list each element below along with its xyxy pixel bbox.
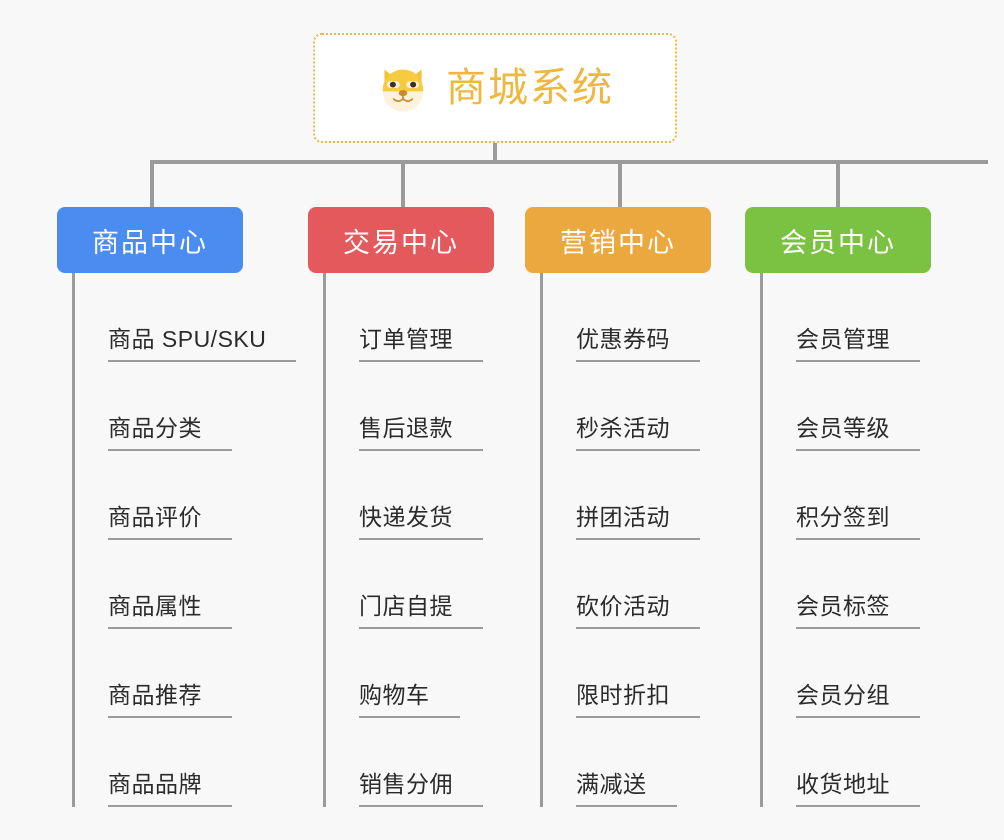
branch-label: 会员中心 [780, 227, 896, 258]
leaf-item[interactable]: 会员等级 [763, 362, 931, 451]
connector-drop-trade-center [401, 160, 405, 207]
branch-trade-center: 交易中心 订单管理 售后退款 快递发货 门店自提 购物车 销售分佣 [308, 207, 494, 807]
root-node[interactable]: 商城系统 [313, 33, 677, 143]
leaf-label: 商品属性 [108, 592, 232, 629]
leaf-item[interactable]: 门店自提 [326, 540, 494, 629]
leaf-item[interactable]: 拼团活动 [543, 451, 711, 540]
branch-header-trade-center[interactable]: 交易中心 [308, 207, 494, 273]
leaf-item[interactable]: 商品品牌 [75, 718, 296, 807]
leaf-label: 商品分类 [108, 414, 232, 451]
leaf-label: 购物车 [359, 681, 460, 718]
leaf-item[interactable]: 砍价活动 [543, 540, 711, 629]
leaf-label: 满减送 [576, 770, 677, 807]
leaf-item[interactable]: 订单管理 [326, 273, 494, 362]
leaf-item[interactable]: 优惠券码 [543, 273, 711, 362]
connector-drop-product-center [150, 160, 154, 207]
connector-horizontal-bus [150, 160, 988, 164]
leaf-label: 积分签到 [796, 503, 920, 540]
leaf-item[interactable]: 商品属性 [75, 540, 296, 629]
leaf-item[interactable]: 商品 SPU/SKU [75, 273, 297, 362]
leaf-item[interactable]: 商品评价 [75, 451, 296, 540]
branch-label: 交易中心 [343, 227, 459, 258]
leaf-label: 商品推荐 [108, 681, 232, 718]
branch-header-marketing-center[interactable]: 营销中心 [525, 207, 711, 273]
root-title: 商城系统 [446, 66, 614, 110]
branch-member-center: 会员中心 会员管理 会员等级 积分签到 会员标签 会员分组 收货地址 [745, 207, 931, 807]
leaf-label: 门店自提 [359, 592, 483, 629]
branch-header-member-center[interactable]: 会员中心 [745, 207, 931, 273]
connector-drop-marketing-center [618, 160, 622, 207]
leaf-item[interactable]: 商品分类 [75, 362, 296, 451]
leaf-item[interactable]: 售后退款 [326, 362, 494, 451]
leaf-item[interactable]: 秒杀活动 [543, 362, 711, 451]
leaf-item[interactable]: 会员标签 [763, 540, 931, 629]
leaf-item[interactable]: 限时折扣 [543, 629, 711, 718]
leaf-label: 商品 SPU/SKU [108, 325, 297, 362]
connector-drop-member-center [836, 160, 840, 207]
leaf-item[interactable]: 销售分佣 [326, 718, 494, 807]
branch-header-product-center[interactable]: 商品中心 [57, 207, 243, 273]
leaf-label: 订单管理 [359, 325, 483, 362]
leaf-label: 商品品牌 [108, 770, 232, 807]
leaf-label: 优惠券码 [576, 325, 700, 362]
branch-label: 营销中心 [560, 227, 676, 258]
leaf-item[interactable]: 会员管理 [763, 273, 931, 362]
leaf-label: 收货地址 [796, 770, 920, 807]
leaf-label: 限时折扣 [576, 681, 700, 718]
leaf-label: 快递发货 [359, 503, 483, 540]
leaf-list-product-center: 商品 SPU/SKU 商品分类 商品评价 商品属性 商品推荐 商品品牌 [72, 273, 297, 807]
connector-root-stem [493, 143, 497, 164]
leaf-item[interactable]: 购物车 [326, 629, 494, 718]
leaf-label: 销售分佣 [359, 770, 483, 807]
leaf-item[interactable]: 商品推荐 [75, 629, 296, 718]
leaf-label: 拼团活动 [576, 503, 700, 540]
leaf-list-member-center: 会员管理 会员等级 积分签到 会员标签 会员分组 收货地址 [760, 273, 931, 807]
leaf-label: 会员分组 [796, 681, 920, 718]
leaf-item[interactable]: 积分签到 [763, 451, 931, 540]
branch-product-center: 商品中心 商品 SPU/SKU 商品分类 商品评价 商品属性 商品推荐 商品品牌 [57, 207, 297, 807]
leaf-list-marketing-center: 优惠券码 秒杀活动 拼团活动 砍价活动 限时折扣 满减送 [540, 273, 711, 807]
leaf-item[interactable]: 满减送 [543, 718, 711, 807]
leaf-label: 秒杀活动 [576, 414, 700, 451]
branch-label: 商品中心 [92, 227, 208, 258]
leaf-label: 会员标签 [796, 592, 920, 629]
leaf-label: 售后退款 [359, 414, 483, 451]
dog-face-icon [382, 69, 424, 112]
leaf-item[interactable]: 会员分组 [763, 629, 931, 718]
leaf-list-trade-center: 订单管理 售后退款 快递发货 门店自提 购物车 销售分佣 [323, 273, 494, 807]
leaf-label: 会员等级 [796, 414, 920, 451]
leaf-item[interactable]: 收货地址 [763, 718, 931, 807]
leaf-label: 会员管理 [796, 325, 920, 362]
leaf-label: 砍价活动 [576, 592, 700, 629]
leaf-label: 商品评价 [108, 503, 232, 540]
leaf-item[interactable]: 快递发货 [326, 451, 494, 540]
branch-marketing-center: 营销中心 优惠券码 秒杀活动 拼团活动 砍价活动 限时折扣 满减送 [525, 207, 711, 807]
